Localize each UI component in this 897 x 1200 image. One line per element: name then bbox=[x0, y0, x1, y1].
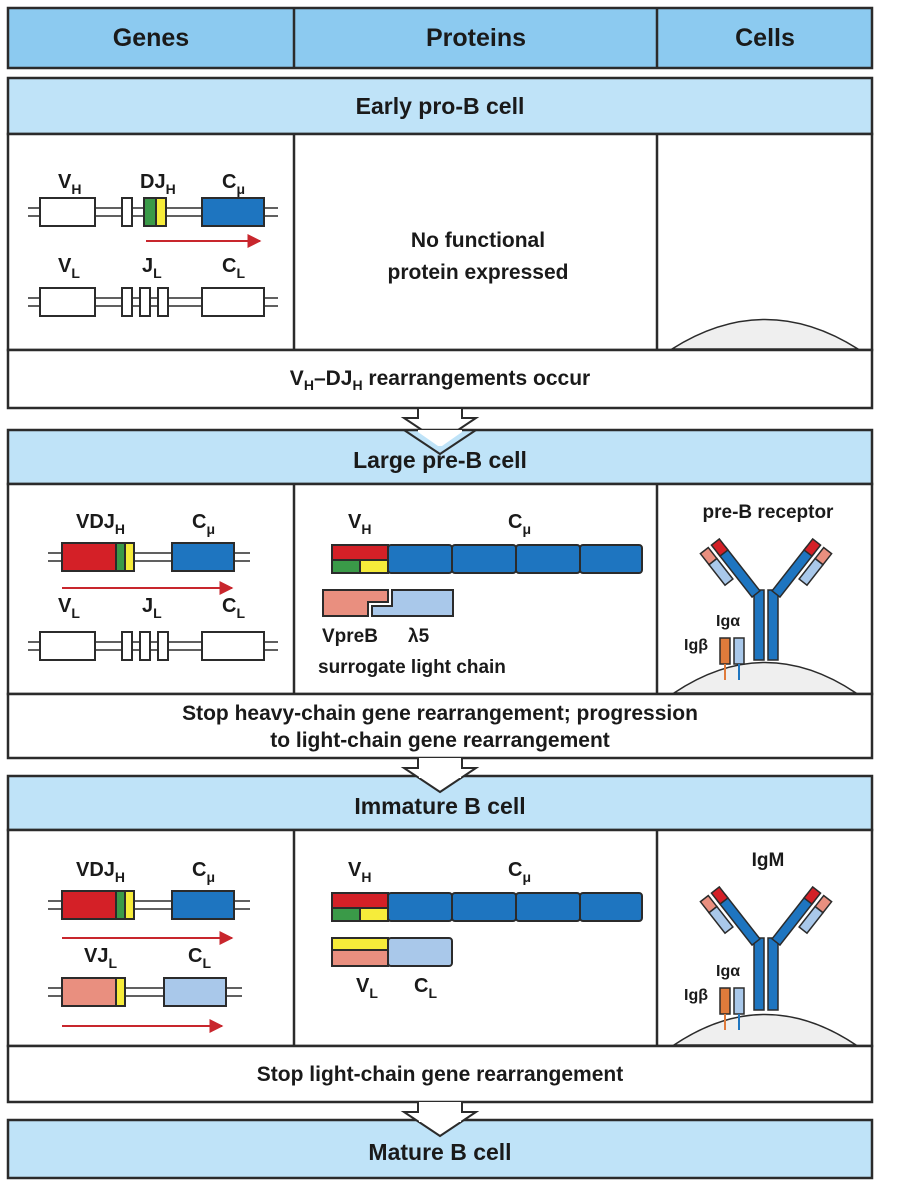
protein-label-cl: CL bbox=[414, 975, 437, 1001]
early-light-chain-locus: VL JL CL bbox=[28, 255, 278, 317]
stage-title-early-pro-b: Early pro-B cell bbox=[356, 93, 525, 119]
stage-immature-b: Immature B cell VDJH Cμ VJL CL bbox=[6, 758, 874, 1104]
stage-mature-b: Mature B cell bbox=[6, 1102, 874, 1180]
igm-heavy-chain-protein: VH Cμ bbox=[331, 859, 643, 922]
column-header: Genes Proteins Cells bbox=[6, 6, 874, 70]
gene-label-cl: CL bbox=[222, 595, 245, 621]
proteins-column-header: Proteins bbox=[426, 24, 526, 52]
gene-label-cmu: Cμ bbox=[222, 171, 245, 197]
no-protein-text-line2: protein expressed bbox=[388, 261, 569, 284]
event-large-line2: to light-chain gene rearrangement bbox=[270, 729, 610, 752]
gene-label-vjl: VJL bbox=[84, 945, 117, 971]
stage-title-mature-b: Mature B cell bbox=[368, 1139, 511, 1165]
event-large-line1: Stop heavy-chain gene rearrangement; pro… bbox=[182, 702, 698, 725]
protein-label-cmu: Cμ bbox=[508, 859, 531, 885]
pre-b-receptor-label: pre-B receptor bbox=[703, 502, 835, 523]
gene-label-vl: VL bbox=[58, 595, 80, 621]
large-light-chain-locus: VL JL CL bbox=[28, 595, 278, 661]
gene-label-vl: VL bbox=[58, 255, 80, 281]
igm-light-chain-protein: VL CL bbox=[331, 937, 453, 1001]
gene-label-vdjh: VDJH bbox=[76, 859, 125, 885]
gene-label-vh: VH bbox=[58, 171, 81, 197]
igbeta-label: Igβ bbox=[684, 987, 708, 1004]
gene-label-cmu: Cμ bbox=[192, 859, 215, 885]
gene-label-cl: CL bbox=[188, 945, 211, 971]
gene-label-jl: JL bbox=[142, 255, 162, 281]
vpreb-label: VpreB bbox=[322, 626, 378, 647]
gene-label-jl: JL bbox=[142, 595, 162, 621]
gene-label-vdjh: VDJH bbox=[76, 511, 125, 537]
event-immature: Stop light-chain gene rearrangement bbox=[257, 1063, 623, 1086]
event-early: VH–DJH rearrangements occur bbox=[290, 367, 590, 393]
stage-title-large-pre-b: Large pre-B cell bbox=[353, 447, 527, 473]
cells-column-header: Cells bbox=[735, 24, 795, 52]
immature-heavy-chain-locus: VDJH Cμ bbox=[48, 859, 250, 945]
pre-b-receptor-cell: pre-B receptor Igα bbox=[671, 502, 859, 694]
protein-label-vh: VH bbox=[348, 859, 371, 885]
large-heavy-chain-locus: VDJH Cμ bbox=[48, 511, 250, 595]
early-heavy-chain-locus: VH DJH Cμ bbox=[28, 171, 278, 248]
cell-surface bbox=[669, 318, 861, 350]
protein-label-vl: VL bbox=[356, 975, 378, 1001]
gene-label-djh: DJH bbox=[140, 171, 176, 197]
igm-label: IgM bbox=[752, 850, 785, 871]
gene-label-cmu: Cμ bbox=[192, 511, 215, 537]
surrogate-light-chain-protein: VpreB λ5 surrogate light chain bbox=[318, 589, 506, 678]
no-protein-text-line1: No functional bbox=[411, 229, 545, 252]
surrogate-light-chain-label: surrogate light chain bbox=[318, 657, 506, 678]
stage-large-pre-b: Large pre-B cell VDJH Cμ VL JL CL bbox=[6, 428, 874, 760]
igalpha-label: Igα bbox=[716, 963, 740, 980]
stage-early-pro-b: Early pro-B cell VH DJH Cμ VL JL CL bbox=[6, 76, 874, 410]
igm-receptor-cell: IgM Igα Igβ bbox=[671, 850, 859, 1046]
gene-label-cl: CL bbox=[222, 255, 245, 281]
genes-column-header: Genes bbox=[113, 24, 189, 52]
stage-title-immature-b: Immature B cell bbox=[354, 793, 525, 819]
protein-label-vh: VH bbox=[348, 511, 371, 537]
igalpha-label: Igα bbox=[716, 613, 740, 630]
pre-b-heavy-chain-protein: VH Cμ bbox=[331, 511, 643, 574]
immature-light-chain-locus: VJL CL bbox=[48, 945, 242, 1033]
protein-label-cmu: Cμ bbox=[508, 511, 531, 537]
igbeta-label: Igβ bbox=[684, 637, 708, 654]
lambda5-label: λ5 bbox=[408, 626, 430, 647]
